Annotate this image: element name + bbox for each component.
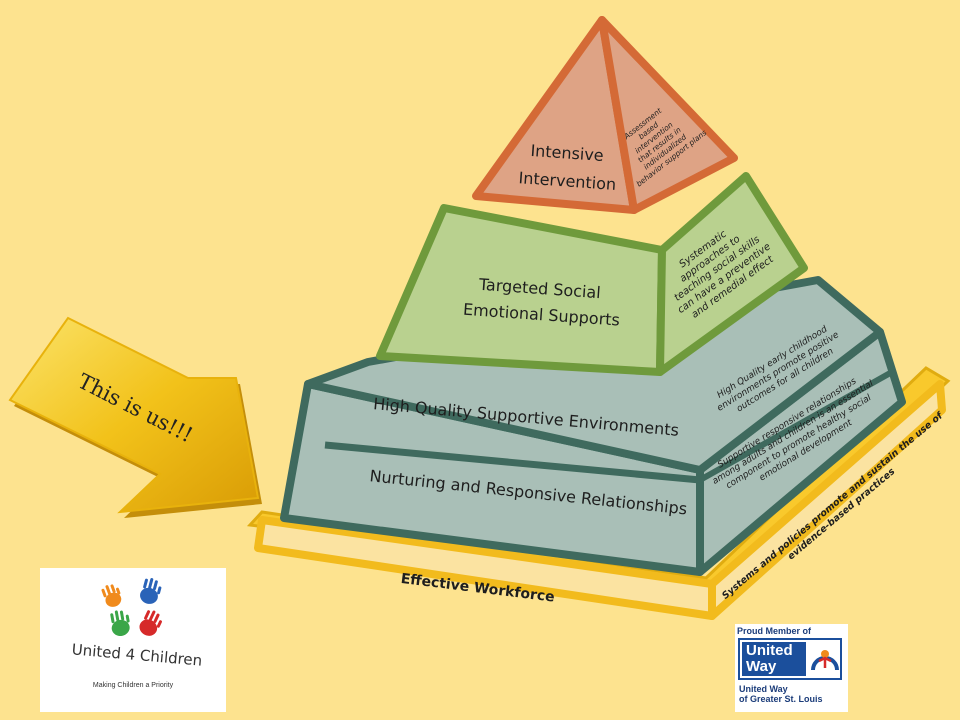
uw-badge: United Way [738, 638, 842, 680]
uw-sub1: United Way [739, 684, 788, 694]
uw-sub2: of Greater St. Louis [739, 694, 823, 704]
uw-member-text: Proud Member of [737, 626, 812, 636]
base-platform [246, 366, 951, 620]
uw-word2: Way [746, 658, 777, 675]
u4c-tagline: Making Children a Priority [92, 682, 174, 689]
uw-subtitle: United Way of Greater St. Louis [739, 684, 847, 704]
united-4-children-logo: United 4 Children Making Children a Prio… [40, 568, 226, 712]
uw-wordmark: United Way [742, 642, 806, 676]
tier-targeted [376, 172, 808, 376]
united-way-emblem-icon [811, 650, 839, 671]
hands-icon [101, 578, 162, 636]
tier-intensive [472, 16, 738, 214]
tier-foundation [280, 276, 906, 576]
uw-word1: United [746, 642, 793, 659]
this-is-us-arrow-icon: This is us!!! [8, 316, 262, 518]
united-way-logo: Proud Member of United Way United Way of… [735, 624, 848, 712]
